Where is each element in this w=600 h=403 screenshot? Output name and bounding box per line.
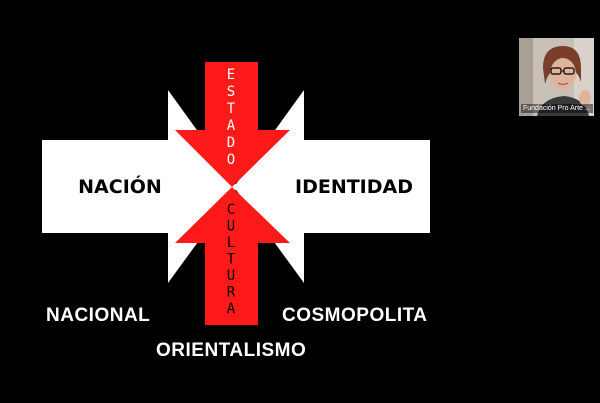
estado-letter: S [227, 84, 235, 100]
cultura-letter: L [227, 235, 235, 251]
orientalismo-label: ORIENTALISMO [156, 340, 307, 361]
cultura-letter: R [227, 285, 236, 301]
nacional-label: NACIONAL [46, 305, 151, 326]
estado-letter: T [227, 101, 236, 117]
participant-name-label: Fundación Pro Arte ... [521, 104, 593, 113]
estado-letter: E [227, 67, 235, 83]
cultura-letter: U [227, 219, 235, 235]
participant-avatar [519, 38, 594, 116]
nacion-label: NACIÓN [78, 174, 162, 198]
estado-letter: D [227, 135, 235, 151]
participant-video-tile[interactable]: Fundación Pro Arte ... [519, 38, 594, 116]
right-white-arrow [234, 90, 430, 283]
cultura-letter: U [227, 268, 235, 284]
estado-letter: A [227, 118, 236, 134]
bottom-red-arrow [175, 187, 290, 325]
identidad-label: IDENTIDAD [295, 176, 413, 198]
cultura-letter: A [227, 301, 236, 317]
cultura-letter: T [227, 252, 236, 268]
estado-letter: O [227, 152, 235, 168]
top-red-arrow [175, 62, 290, 187]
cosmopolita-label: COSMOPOLITA [282, 305, 428, 326]
cultura-letter: C [227, 202, 235, 218]
